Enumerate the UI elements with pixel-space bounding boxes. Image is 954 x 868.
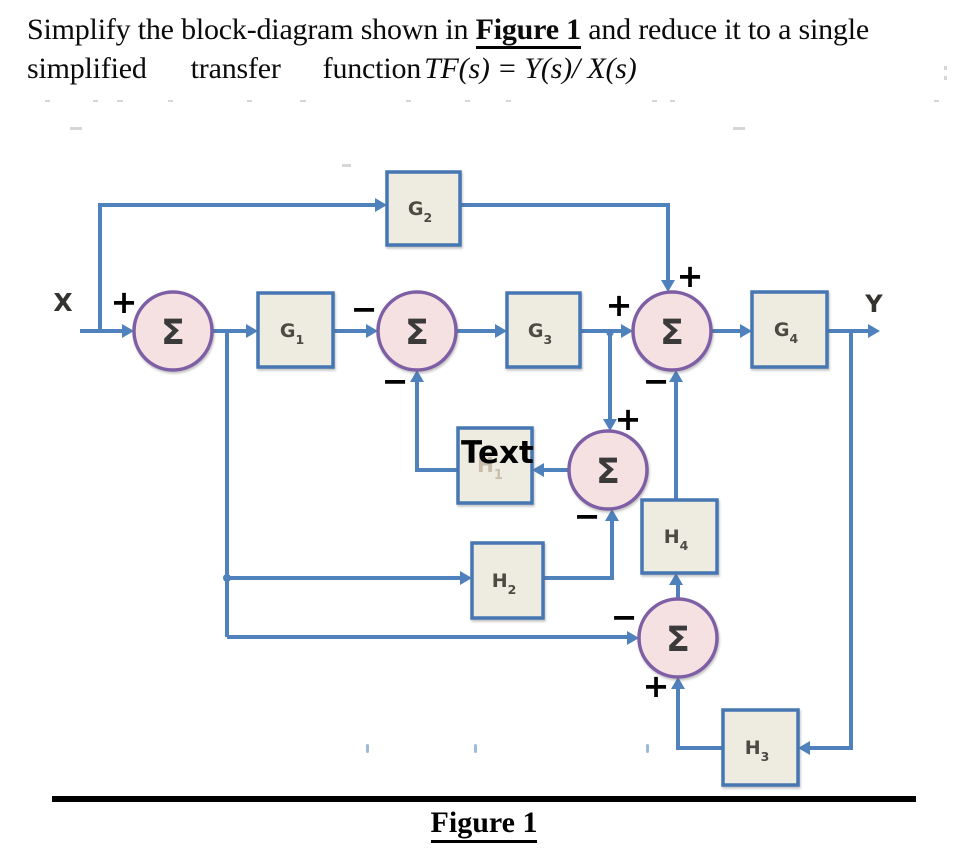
arrowhead xyxy=(669,370,683,382)
tf-blocks: G2 G1 G3 G4 H4 H2 H3 H1 Text xyxy=(256,170,829,787)
sum-symbol: Σ xyxy=(596,452,620,492)
scan-artifacts xyxy=(45,66,947,753)
label-g4: G4 xyxy=(774,319,799,346)
sign-minus-sum3-bottom: − xyxy=(643,362,670,400)
label-g1: G1 xyxy=(280,320,304,347)
arrowheads xyxy=(122,198,880,755)
text-overlay-label: Text xyxy=(461,435,534,471)
figure-caption-row: Figure 1 xyxy=(52,806,916,843)
label-h2: H2 xyxy=(492,570,517,597)
sign-minus-sum2-left: − xyxy=(351,290,378,328)
statement-text: Simplify the block-diagram shown in xyxy=(27,13,476,46)
arrowhead xyxy=(532,463,544,477)
figure-caption: Figure 1 xyxy=(430,806,538,843)
sum-junction-3 xyxy=(631,290,713,372)
arrowhead xyxy=(410,370,424,382)
arrowhead xyxy=(460,571,472,585)
figure-reference: Figure 1 xyxy=(475,13,581,49)
signal-line-h2-out xyxy=(543,521,614,580)
signal-line-y-feedback xyxy=(810,331,853,750)
statement-word: transfer xyxy=(190,52,281,85)
sum-junctions: Σ Σ Σ Σ Σ xyxy=(132,290,719,679)
sum-junction-4 xyxy=(567,429,649,511)
signal-line-g2-to-sum3 xyxy=(460,203,670,281)
sum-junction-2 xyxy=(376,290,458,372)
sign-minus-sum5-left: − xyxy=(611,598,638,636)
arrowhead xyxy=(868,324,880,338)
sum-symbol: Σ xyxy=(405,313,429,353)
block-g1 xyxy=(256,291,335,369)
arrowhead xyxy=(375,198,387,212)
statement-word: simplified xyxy=(27,52,147,85)
input-label-x: X xyxy=(53,288,72,317)
signal-line-h1-out xyxy=(415,382,458,472)
sum-symbol: Σ xyxy=(666,620,690,660)
signal-line-h3-out xyxy=(676,689,723,750)
sign-plus-sum5-bottom: + xyxy=(643,667,670,705)
arrowhead xyxy=(122,324,134,338)
sign-plus-sum3-top: + xyxy=(677,257,704,295)
arrowhead xyxy=(603,419,617,431)
figure-separator-line xyxy=(52,796,916,802)
arrowhead xyxy=(671,677,685,689)
block-g3 xyxy=(505,291,582,369)
arrowhead xyxy=(661,280,675,292)
label-g2: G2 xyxy=(408,198,432,225)
sum-signs: + − − + + − + − − + xyxy=(111,257,704,705)
problem-statement-line1: Simplify the block-diagram shown in Figu… xyxy=(27,10,947,49)
arrowhead xyxy=(669,573,683,585)
signal-line-feedforward-g2 xyxy=(98,203,375,331)
statement-text: and reduce it to a single xyxy=(580,13,869,46)
transfer-function-formula: TF(s) = Y(s)/ X(s) xyxy=(424,52,637,85)
problem-statement: Simplify the block-diagram shown in Figu… xyxy=(27,10,947,88)
sum-symbol: Σ xyxy=(161,313,185,353)
sign-plus-sum3-left: + xyxy=(606,286,633,324)
block-h4 xyxy=(640,498,719,575)
statement-word: function xyxy=(322,52,422,85)
block-h1-text xyxy=(456,426,534,505)
arrowhead xyxy=(605,509,619,521)
output-label-y: Y xyxy=(864,290,883,318)
arrowhead xyxy=(495,324,507,338)
sign-plus-sum4-top: + xyxy=(615,400,642,438)
arrowhead xyxy=(366,324,378,338)
sign-plus-input: + xyxy=(111,283,138,321)
sum-junction-5 xyxy=(637,597,719,679)
signal-lines xyxy=(80,203,868,750)
arrowhead xyxy=(798,741,810,755)
label-h3: H3 xyxy=(745,737,770,764)
label-h1: H1 xyxy=(477,453,503,483)
arrowhead xyxy=(621,324,633,338)
sum-symbol: Σ xyxy=(660,313,684,353)
block-g2 xyxy=(385,170,462,247)
arrowhead xyxy=(627,631,639,645)
sign-minus-sum4-bottom: − xyxy=(574,497,601,535)
sign-minus-sum2-bottom: − xyxy=(382,362,409,400)
junction-dot xyxy=(223,574,231,582)
arrowhead xyxy=(740,324,752,338)
block-h2 xyxy=(470,541,545,620)
junction-dot xyxy=(606,329,614,337)
block-h3 xyxy=(721,708,800,787)
block-g4 xyxy=(750,290,829,369)
label-h4: H4 xyxy=(664,526,689,553)
label-g3: G3 xyxy=(528,320,552,347)
sum-junction-1 xyxy=(132,290,214,372)
arrowhead xyxy=(246,324,258,338)
